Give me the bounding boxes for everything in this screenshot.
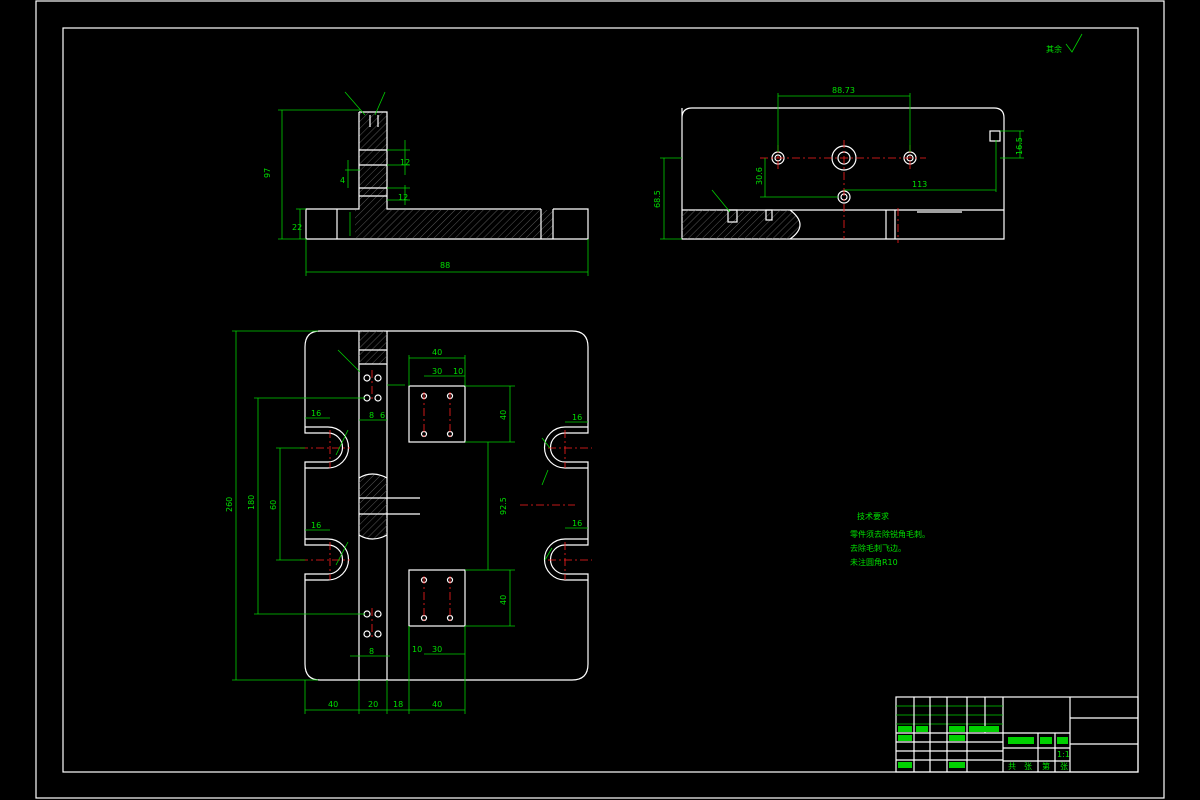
plan-dim-r40a: 40	[499, 410, 508, 420]
side-dim-side: 4	[340, 176, 345, 185]
plan-dim-s8b: 8	[369, 647, 374, 656]
roughness-note: 其余	[1046, 44, 1062, 54]
plan-dim-top40: 40	[432, 348, 442, 357]
side-dim-length: 88	[440, 261, 450, 270]
side-dim-height: 97	[263, 168, 272, 178]
side-view: 97 22 88 12 12 4	[263, 91, 589, 276]
plan-dim-s8a: 8	[369, 411, 374, 420]
plan-dim-center: 92.5	[499, 497, 508, 515]
plan-dim-w20: 20	[368, 700, 378, 709]
plan-dim-w18: 18	[393, 700, 403, 709]
plan-dim-height: 260	[225, 497, 234, 512]
title-scale: 1:1	[1057, 750, 1070, 759]
title-c1: 共	[1008, 762, 1016, 771]
front-dim-right: 113	[912, 180, 927, 189]
tech-line3: 未注圆角R10	[850, 557, 898, 567]
front-dim-top: 88.73	[832, 86, 855, 95]
side-dim-b2: 12	[398, 193, 408, 202]
sheet-border-inner	[62, 27, 1139, 773]
sheet-border-outer	[35, 0, 1165, 799]
tech-requirements: 技术要求 零件须去除锐角毛刺。 去除毛刺飞边。 未注圆角R10	[850, 511, 930, 567]
plan-dim-mid: 60	[269, 500, 278, 510]
plan-view: 260 180 60 40 20 18 40 40 30 10 40	[225, 330, 592, 714]
title-c2: 张	[1024, 762, 1032, 771]
tech-title: 技术要求	[857, 511, 889, 521]
front-dim-mid: 30.6	[755, 167, 764, 185]
plan-dim-bot30: 30	[432, 645, 442, 654]
roughness-symbol: 其余	[1046, 33, 1083, 54]
plan-dim-s6: 6	[380, 411, 385, 420]
tech-line2: 去除毛刺飞边。	[850, 543, 906, 553]
plan-dim-slot16d: 16	[572, 519, 582, 528]
plan-dim-w40a: 40	[328, 700, 338, 709]
plan-dim-top10: 10	[453, 367, 463, 376]
plan-dim-top30: 30	[432, 367, 442, 376]
plan-dim-r40b: 40	[499, 595, 508, 605]
front-dim-left: 68.5	[653, 190, 662, 208]
tech-line1: 零件须去除锐角毛刺。	[850, 529, 930, 539]
plan-dim-slot16a: 16	[311, 409, 321, 418]
side-dim-base: 22	[292, 223, 302, 232]
front-dim-small: 16.5	[1015, 137, 1024, 155]
plan-dim-slot16c: 16	[572, 413, 582, 422]
title-block: 1:1 共 张 第 张	[895, 696, 1139, 773]
title-c3: 第	[1042, 761, 1050, 771]
plan-dim-inner: 180	[247, 495, 256, 510]
plan-dim-slot16b: 16	[311, 521, 321, 530]
title-c4: 张	[1060, 762, 1068, 771]
plan-dim-w40b: 40	[432, 700, 442, 709]
side-dim-b1: 12	[400, 158, 410, 167]
plan-dim-bot10: 10	[412, 645, 422, 654]
front-view: 88.73 113 68.5 30.6 16.5	[653, 86, 1024, 243]
